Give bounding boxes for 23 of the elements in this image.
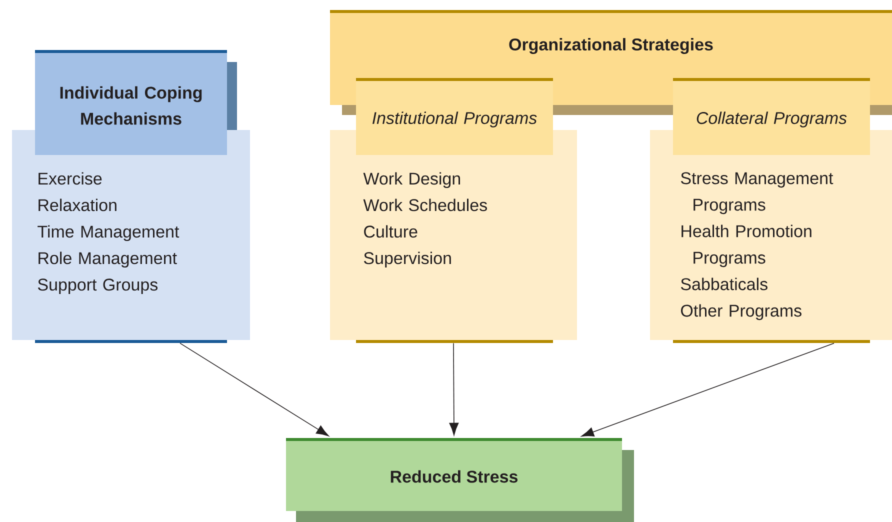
node-label: Supervision xyxy=(364,252,451,268)
node-label: Time Management xyxy=(38,225,180,242)
heading-tab: Institutional Programs xyxy=(356,78,553,155)
arrow xyxy=(581,342,834,437)
node-label: Health Promotion Programs xyxy=(682,224,812,268)
node-label: Work Schedules xyxy=(363,198,487,212)
arrow xyxy=(180,342,329,436)
node-label: Work Design xyxy=(363,172,460,188)
item-list: Stress Management Programs Health Promotion Programs Sabbaticals Other Programs xyxy=(680,172,834,320)
arrow xyxy=(449,342,459,436)
node-label: Sabbaticals xyxy=(680,278,768,290)
item-list: Exercise Relaxation Time Management Role Management Support Groups xyxy=(38,172,180,294)
node-label: Culture xyxy=(364,225,418,238)
node-label: Support Groups xyxy=(38,278,158,294)
node-label: Role Management xyxy=(38,252,177,268)
node-label: Stress Management Programs xyxy=(680,172,834,214)
node-label: Other Programs xyxy=(681,304,802,320)
outcome-box: Reduced Stress xyxy=(286,438,634,522)
item-list: Work Design Work Schedules Culture Supervision xyxy=(363,172,487,268)
node-label: Exercise xyxy=(38,172,102,185)
heading-tab: Collateral Programs xyxy=(673,78,870,155)
heading-tab: Individual Coping Mechanisms xyxy=(35,50,237,155)
node-label: Relaxation xyxy=(38,198,116,212)
